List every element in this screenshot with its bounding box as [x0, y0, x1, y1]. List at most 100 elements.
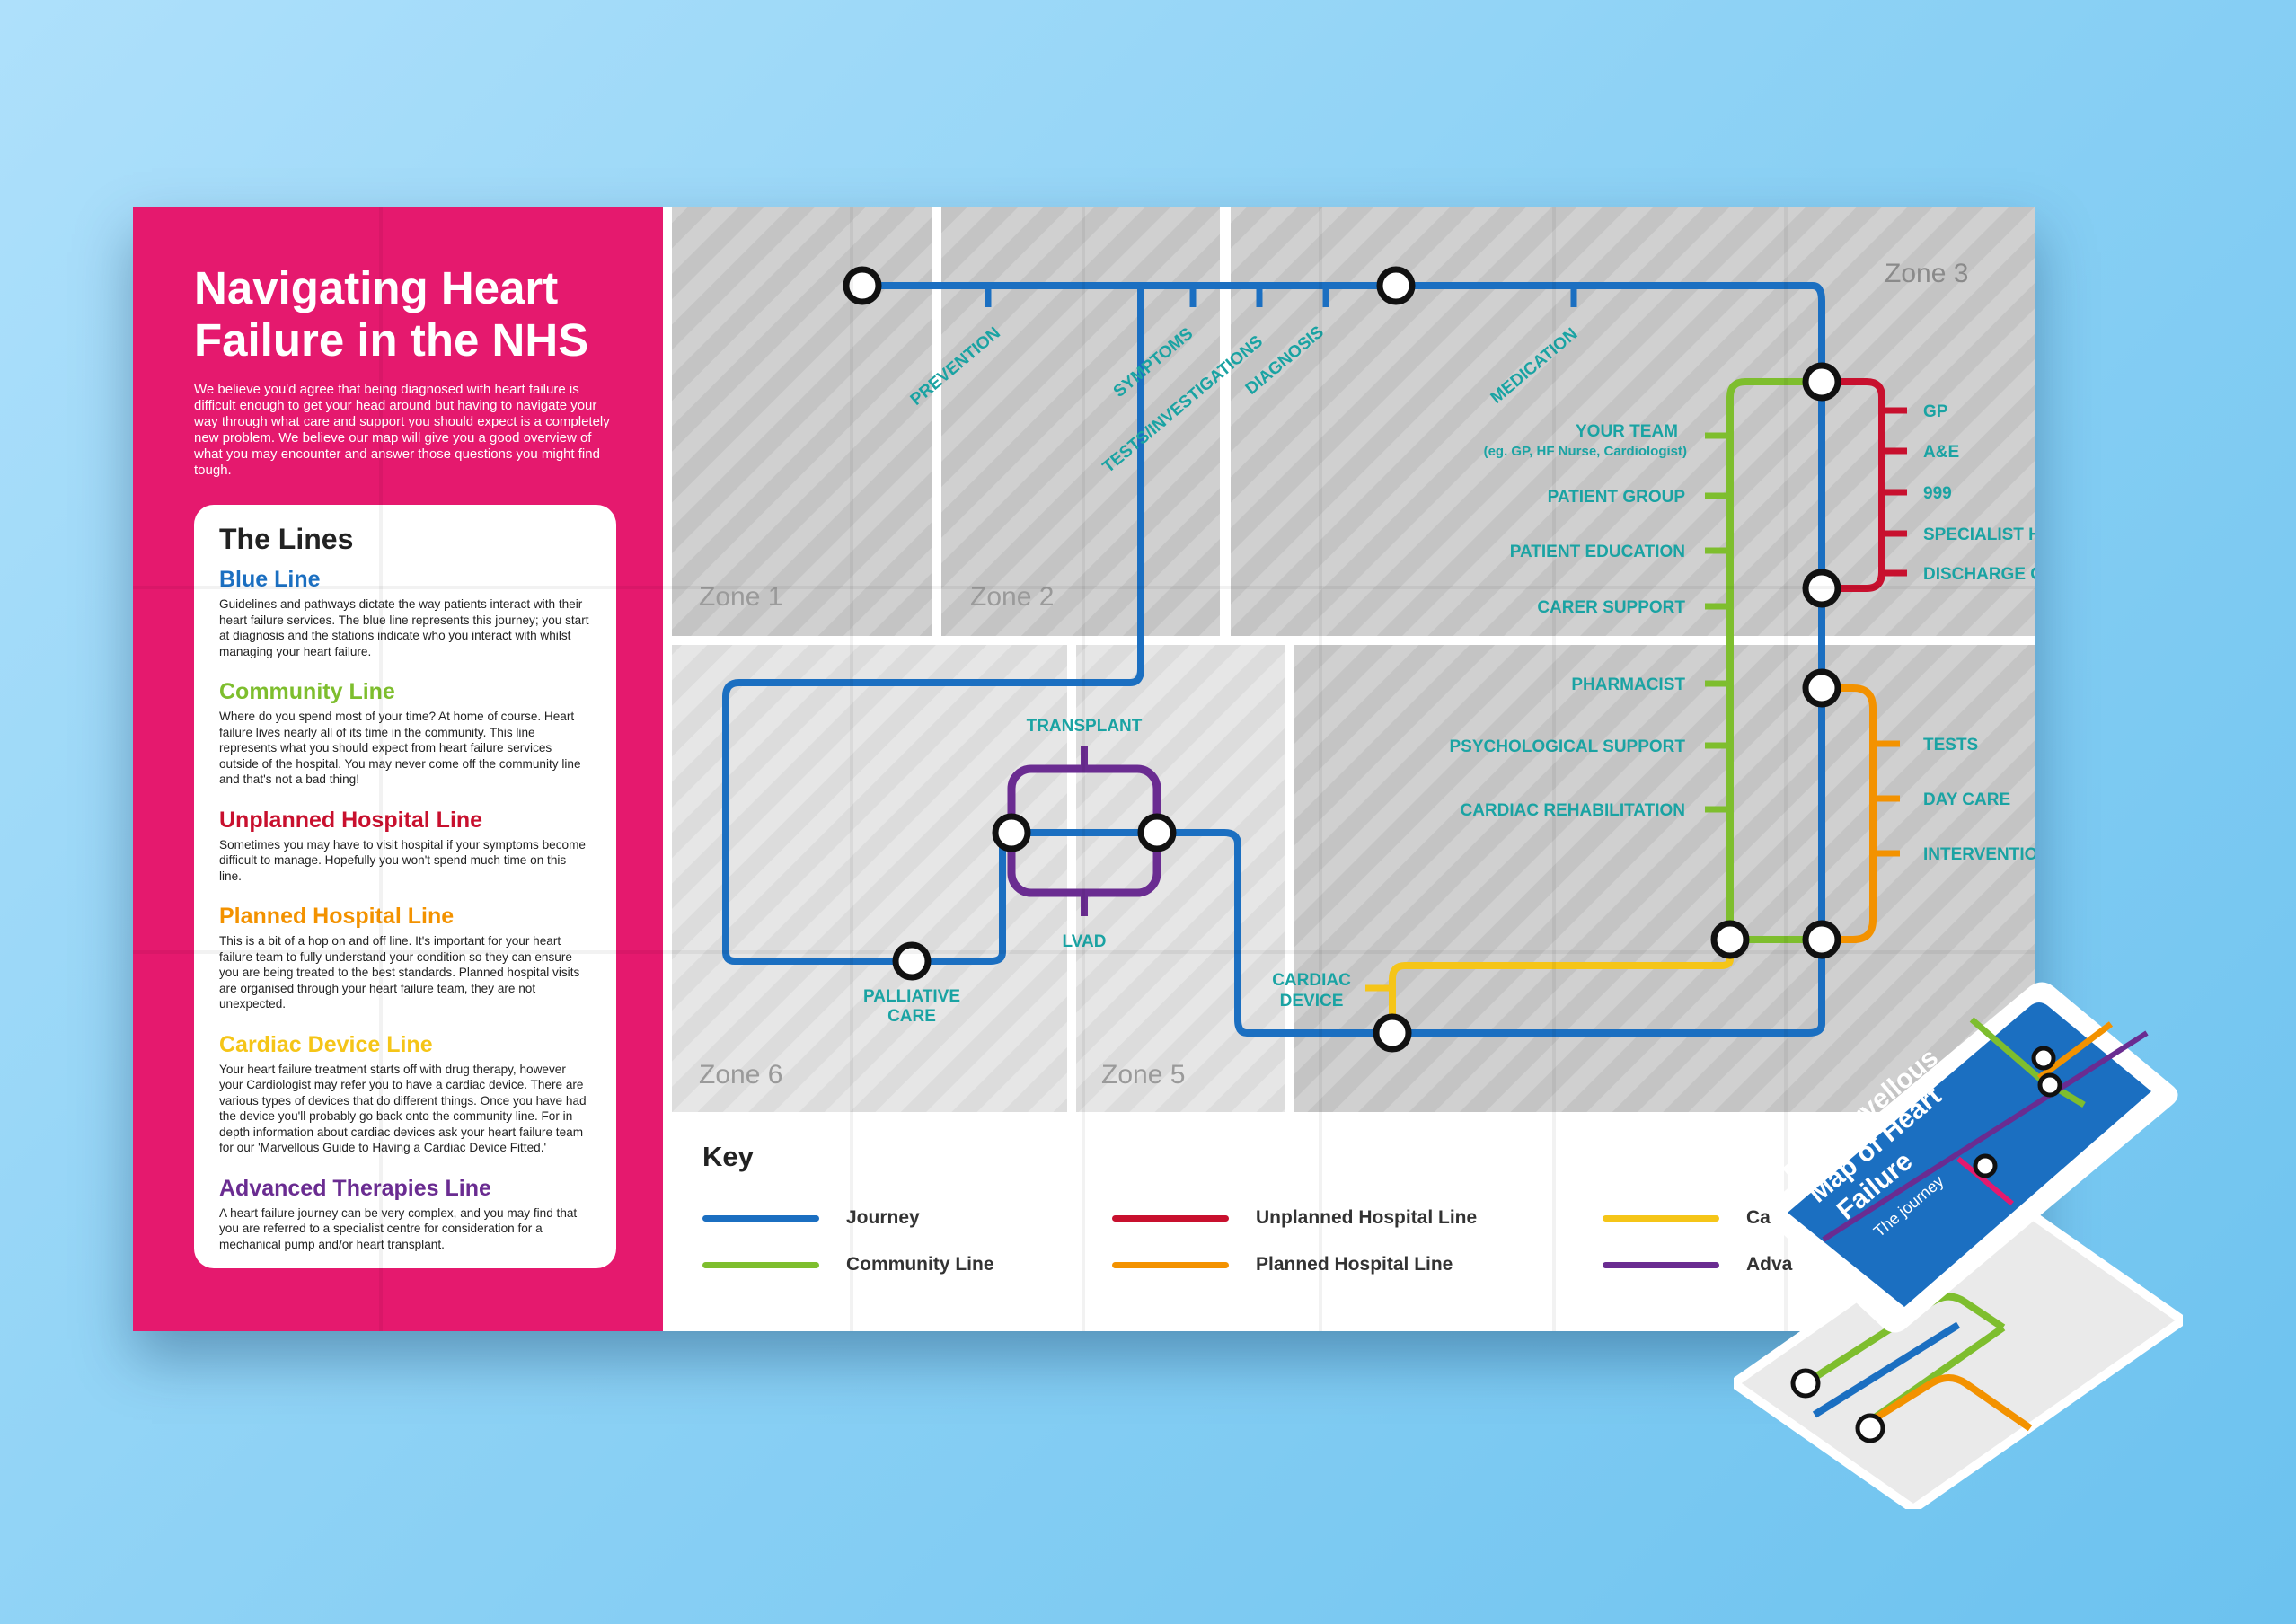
tube-map: Zone 1 Zone 2 Zone 3 Zone 5 Zone 6 Zo: [663, 207, 2035, 1331]
zone-label: Zone 2: [970, 582, 1054, 612]
line-entry-advanced: Advanced Therapies Line A heart failure …: [219, 1176, 591, 1253]
zone-5-panel: [1076, 645, 1285, 1112]
station-community-end: [1710, 920, 1750, 959]
station-label-999: 999: [1923, 484, 1952, 503]
fold-crease: [1552, 207, 1556, 1331]
line-description: Where do you spend most of your time? At…: [219, 710, 581, 786]
zone-label: Zone 1: [699, 582, 782, 612]
unplanned-line-ticks: [1882, 407, 1907, 577]
station-medication-junction: [1376, 266, 1416, 305]
planned-line-ticks: [1873, 740, 1900, 857]
key-swatch: [702, 1261, 819, 1268]
station-planned-end: [1802, 920, 1841, 959]
leaflet-station: [1790, 1368, 1821, 1399]
key-swatch: [1112, 1261, 1229, 1268]
leaflet-station: [1973, 1153, 1998, 1178]
line-title: Blue Line: [219, 567, 321, 592]
key-label: Planned Hospital Line: [1256, 1254, 1453, 1275]
leaflet-cover: [1788, 1002, 2151, 1307]
station-label-patient-group: PATIENT GROUP: [1548, 488, 1686, 507]
station-label-transplant: TRANSPLANT: [1027, 717, 1143, 736]
leaflet-station: [1855, 1413, 1885, 1443]
zone-3-panel: [1231, 207, 2035, 636]
station-unplanned-end: [1802, 569, 1841, 608]
lines-card: The Lines Blue Line Guidelines and pathw…: [194, 505, 616, 1268]
line-title: Planned Hospital Line: [219, 904, 455, 929]
journey-line-ticks: [985, 286, 1577, 307]
fold-crease: [133, 586, 2035, 589]
zone-1-panel: [672, 207, 932, 636]
line-entry-cardiac-device: Cardiac Device Line Your heart failure t…: [219, 1032, 591, 1156]
key-heading: Key: [702, 1141, 754, 1172]
key-label: Journey: [846, 1207, 920, 1228]
station-advanced-right: [1137, 813, 1177, 852]
station-label-your-team-sub: (eg. GP, HF Nurse, Cardiologist): [1484, 444, 1687, 459]
station-label-cardiac-rehabilitation: CARDIAC REHABILITATION: [1461, 801, 1686, 820]
key-label: Ca: [1746, 1207, 1771, 1228]
line-entry-unplanned: Unplanned Hospital Line Sometimes you ma…: [219, 808, 591, 885]
key-item-cardiac-device: Ca: [1603, 1207, 1771, 1229]
fold-crease: [1319, 207, 1322, 1331]
station-label-discharge-care-plan: DISCHARGE CARE PLAN: [1923, 565, 2035, 584]
unplanned-hospital-line: [1822, 378, 1885, 592]
key-swatch: [1112, 1214, 1229, 1222]
key-item-advanced: Adva: [1603, 1254, 1792, 1275]
fold-crease: [1784, 207, 1788, 1331]
fold-crease: [133, 950, 2035, 954]
station-palliative-care: [892, 941, 932, 981]
key-item-planned: Planned Hospital Line: [1112, 1254, 1453, 1275]
station-label-ae: A&E: [1923, 443, 1959, 462]
line-entry-community: Community Line Where do you spend most o…: [219, 679, 591, 788]
station-label-cardiac-device-2: DEVICE: [1280, 992, 1344, 1011]
key-item-community: Community Line: [702, 1254, 994, 1275]
station-label-pharmacist: PHARMACIST: [1571, 675, 1685, 694]
community-line-ticks: [1705, 432, 1730, 813]
lines-heading: The Lines: [219, 523, 354, 555]
station-label-palliative-1: PALLIATIVE: [863, 987, 960, 1006]
station-advanced-left: [992, 813, 1031, 852]
station-label-gp: GP: [1923, 402, 1948, 421]
line-title: Unplanned Hospital Line: [219, 807, 483, 833]
leaflet-station: [2031, 1046, 2056, 1071]
key-label: Adva: [1746, 1254, 1793, 1275]
station-label-lvad: LVAD: [1063, 932, 1107, 951]
folded-leaflet: The Marvellous Map of Heart Failure The …: [1734, 982, 2183, 1509]
station-planned-start: [1802, 668, 1841, 708]
station-label-intervention: INTERVENTION: [1923, 845, 2035, 864]
zone-2-panel: [941, 207, 1220, 636]
station-label-tests: TESTS: [1923, 736, 1978, 755]
interchange-stations: [843, 266, 1841, 1053]
line-description: Sometimes you may have to visit hospital…: [219, 837, 586, 883]
station-label-cardiac-device-1: CARDIAC: [1272, 971, 1351, 990]
line-description: Your heart failure treatment starts off …: [219, 1062, 587, 1155]
line-description: This is a bit of a hop on and off line. …: [219, 934, 580, 1011]
key-label: Community Line: [846, 1254, 994, 1275]
poster: Navigating Heart Failure in the NHS We b…: [133, 207, 2035, 1331]
zone-label: Zone 6: [699, 1060, 782, 1090]
page-title: Navigating Heart Failure in the NHS: [194, 262, 589, 366]
fold-crease: [850, 207, 853, 1331]
zone-6-panel: [672, 645, 1067, 1112]
station-label-your-team: YOUR TEAM: [1576, 422, 1678, 441]
station-community-junction: [1802, 362, 1841, 402]
key-label: Unplanned Hospital Line: [1256, 1207, 1478, 1228]
key-swatch: [1603, 1214, 1719, 1222]
station-label-day-care: DAY CARE: [1923, 790, 2010, 809]
key-item-unplanned: Unplanned Hospital Line: [1112, 1207, 1477, 1229]
station-label-specialist-hf-team: SPECIALIST HF TEAM: [1923, 525, 2035, 544]
fold-crease: [1082, 207, 1085, 1331]
planned-hospital-line: [1822, 684, 1877, 943]
cardiac-device-line: [1389, 940, 1734, 1033]
station-label-carer-support: CARER SUPPORT: [1537, 598, 1685, 617]
key-swatch: [702, 1214, 819, 1222]
station-cardiac-device: [1373, 1013, 1412, 1053]
line-title: Advanced Therapies Line: [219, 1175, 491, 1201]
zone-label: Zone 3: [1885, 259, 1968, 288]
intro-panel: Navigating Heart Failure in the NHS We b…: [133, 207, 663, 1331]
tube-map-diagram: Zone 1 Zone 2 Zone 3 Zone 5 Zone 6 Zo: [672, 207, 2035, 1112]
line-entry-planned: Planned Hospital Line This is a bit of a…: [219, 904, 591, 1012]
line-description: A heart failure journey can be very comp…: [219, 1205, 578, 1251]
zone-label: Zone 5: [1101, 1060, 1185, 1090]
station-label-psychological-support: PSYCHOLOGICAL SUPPORT: [1449, 737, 1685, 756]
key-item-journey: Journey: [702, 1207, 920, 1229]
